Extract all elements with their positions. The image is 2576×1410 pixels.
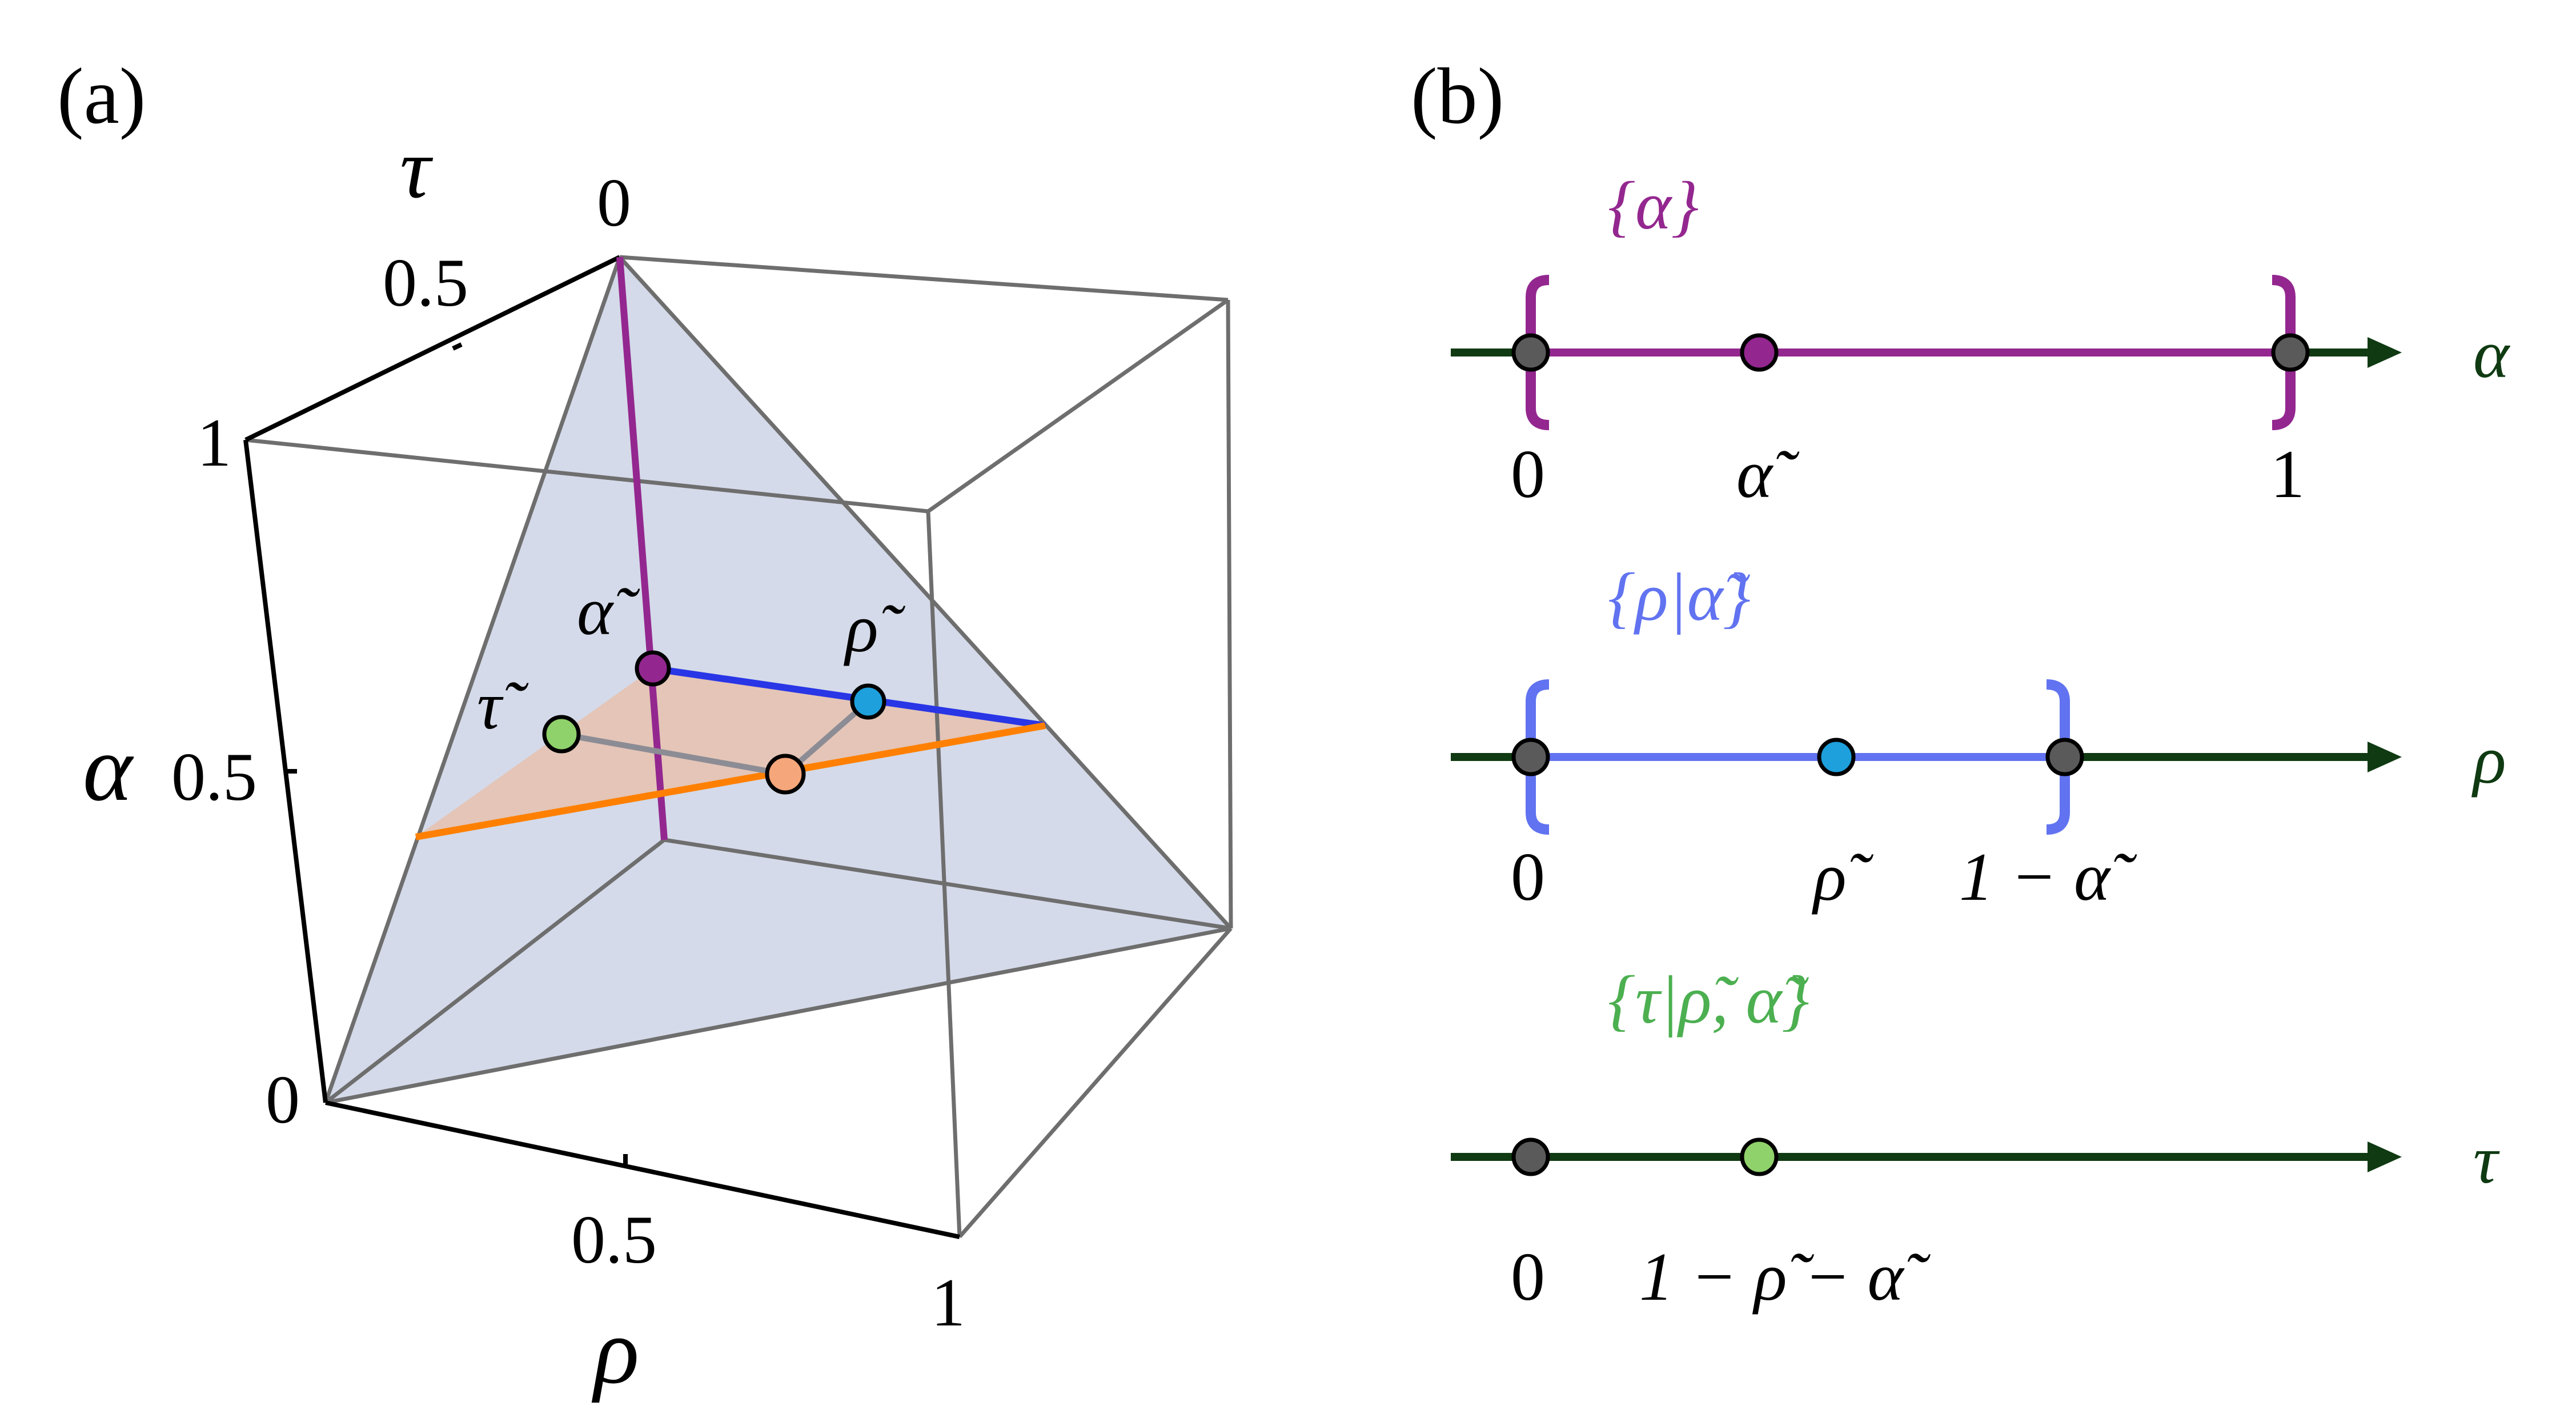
tick-tau-half: 0.5 [383,245,468,321]
row-rho: {ρ|α̃} ρ 0 ρ̃ 1 − α̃ [1451,559,2506,915]
row-tau: {τ|ρ̃, α̃} τ 0 1 − ρ̃ − α̃ [1451,962,2500,1315]
box-edges [245,255,1233,1239]
rho-end-point [2045,738,2084,776]
tau-tick-0: 0 [1511,1239,1545,1315]
tick-origin: 0 [266,1061,300,1137]
panel-a: (a) [57,52,1233,1403]
tau-tilde-point [1740,1137,1779,1176]
alpha-tick-0: 0 [1511,436,1545,512]
set-alpha-label: {α} [1608,167,1699,243]
tau-point [542,715,581,754]
tau-tick-tilde: 1 − ρ̃ − α̃ [1639,1239,1931,1315]
rho-tilde-point [1817,738,1856,776]
box-axes [243,255,960,1239]
alpha-tick-1: 1 [2270,436,2305,512]
rho-line [652,665,1046,729]
slice-plane [416,668,1045,837]
rho-tick-0: 0 [1511,839,1545,915]
tick-alpha-half: 0.5 [171,739,257,815]
alpha-start-point [1511,333,1550,372]
panel-b: (b) {α} α 0 α̃ 1 {ρ|α̃} [1411,52,2510,1315]
set-rho-label: {ρ|α̃} [1608,559,1751,635]
set-tau-label: {τ|ρ̃, α̃} [1608,962,1809,1038]
rho-tick-end: 1 − α̃ [1959,839,2137,915]
alpha-axis-label: α [2473,316,2510,392]
rho-tick-tilde: ρ̃ [1811,839,1874,915]
simplex-plane [326,257,1231,1103]
panel-a-label: (a) [57,52,146,141]
orange-line [415,722,1046,840]
tick-rho-half: 0.5 [571,1201,657,1277]
axis-tau-label: τ [400,121,434,216]
rho-start-point [1511,738,1550,776]
row-alpha: {α} α 0 α̃ 1 [1451,167,2510,512]
rho-axis-arrow [2368,742,2402,772]
tau-axis-arrow [2368,1141,2402,1172]
tick-tau-1: 1 [197,404,231,480]
intersection-point [765,754,806,795]
axis-rho-label: ρ [591,1299,639,1403]
alpha-end-point [2271,333,2310,372]
panel-b-label: (b) [1411,52,1504,141]
rho-point [850,683,886,720]
axis-alpha-label: α [83,716,134,820]
alpha-point [635,650,671,687]
alpha-line [616,257,668,840]
rho-axis-label: ρ [2471,722,2506,798]
tick-rho-1: 1 [931,1264,965,1340]
tau-axis-label: τ [2473,1121,2500,1197]
alpha-tilde-point [1740,333,1779,372]
tick-tau-0: 0 [597,165,631,241]
tau-start-point [1511,1137,1550,1176]
alpha-axis-arrow [2368,337,2402,368]
alpha-tick-tilde: α̃ [1736,436,1800,512]
